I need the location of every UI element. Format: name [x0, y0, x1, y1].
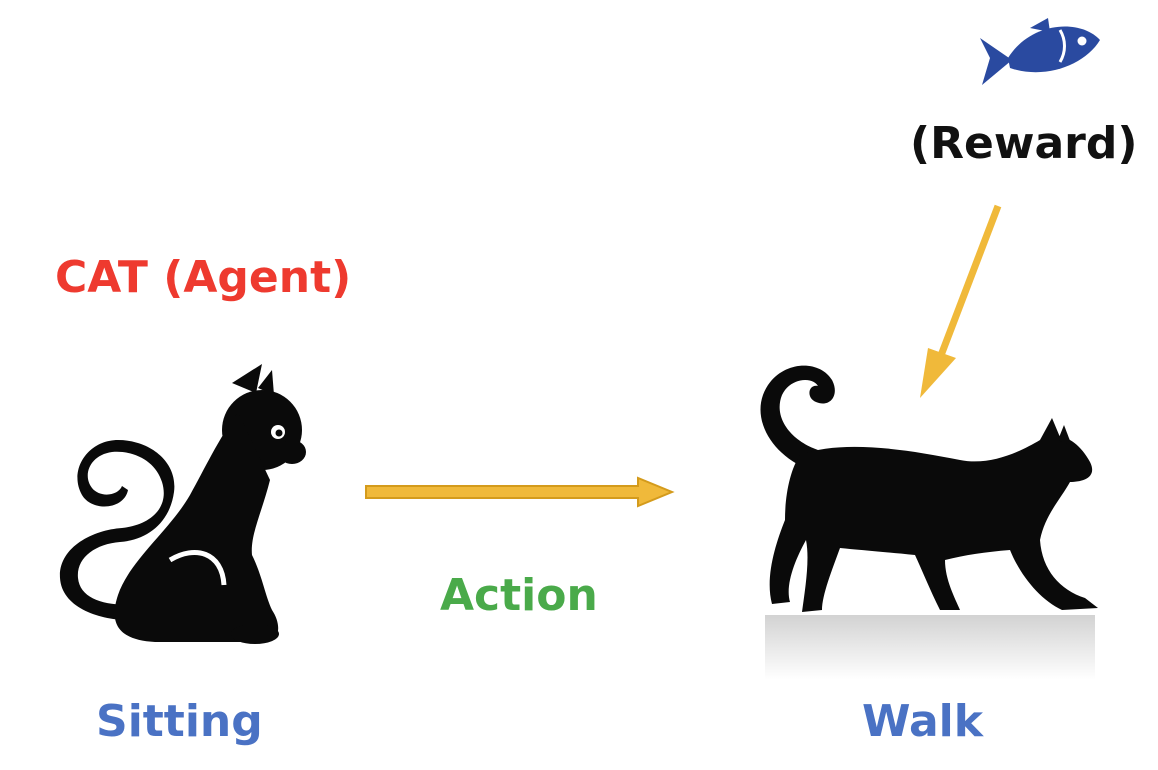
sitting-state-label: Sitting	[96, 696, 263, 747]
action-label: Action	[440, 570, 598, 621]
fish-icon	[980, 18, 1100, 85]
walking-cat-silhouette	[760, 365, 1098, 680]
reward-arrow	[920, 204, 1002, 398]
reward-label: (Reward)	[910, 118, 1138, 169]
walk-state-label: Walk	[862, 696, 983, 747]
agent-label: CAT (Agent)	[55, 252, 352, 303]
sitting-cat-silhouette	[59, 364, 306, 644]
action-arrow	[365, 476, 675, 508]
